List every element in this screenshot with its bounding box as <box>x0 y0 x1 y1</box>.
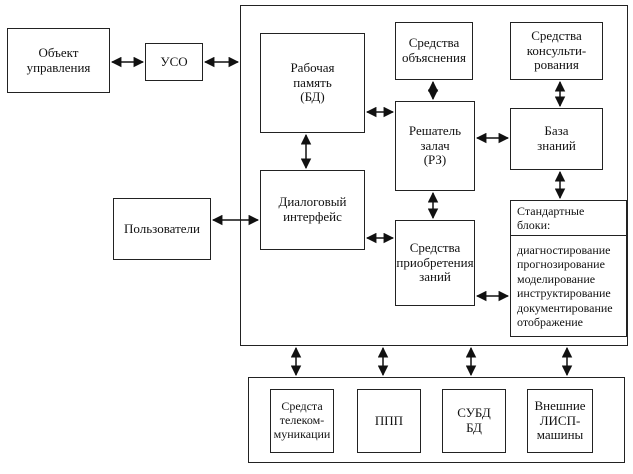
standard-block-item: моделирование <box>517 271 596 286</box>
ppp-node: ППП <box>357 389 421 453</box>
standard-blocks-divider <box>511 235 626 236</box>
explanation-node: Средства объяснения <box>395 22 473 80</box>
standard-block-item: прогнозирование <box>517 257 605 272</box>
dialog-interface-label: Диалоговый интерфейс <box>278 194 347 224</box>
acquisition-node: Средства приобретения заний <box>395 220 475 306</box>
uso-label: УСО <box>160 53 188 69</box>
standard-block-item: документирование <box>517 300 613 315</box>
telecom-node: Средста телеком- муникации <box>270 389 334 453</box>
consulting-label: Средства консульти- рования <box>526 27 587 73</box>
working-memory-label: Рабочая память (БД) <box>290 59 335 105</box>
control-object-node: Объект управления <box>7 28 110 93</box>
knowledge-base-node: База знаний <box>510 108 603 170</box>
consulting-node: Средства консульти- рования <box>510 22 603 80</box>
uso-node: УСО <box>145 43 203 81</box>
standard-blocks-title: Стандартные блоки: <box>517 204 585 232</box>
users-node: Пользователи <box>113 198 211 260</box>
lisp-node: Внешние ЛИСП- машины <box>527 389 593 453</box>
dbms-label: СУБД БД <box>457 405 491 435</box>
system-frame <box>240 5 628 346</box>
standard-block-item: отображение <box>517 314 583 329</box>
knowledge-base-label: База знаний <box>537 123 576 153</box>
working-memory-node: Рабочая память (БД) <box>260 33 365 133</box>
solver-node: Решатель залач (РЗ) <box>395 101 475 191</box>
acquisition-label: Средства приобретения заний <box>396 239 474 285</box>
standard-block-item: диагностирование <box>517 243 611 257</box>
solver-label: Решатель залач (РЗ) <box>408 122 462 168</box>
standard-blocks-node: Стандартные блоки: диагностирование прог… <box>510 200 627 337</box>
external-tools-frame <box>248 377 625 463</box>
control-object-label: Объект управления <box>26 44 91 75</box>
users-label: Пользователи <box>124 220 200 236</box>
ppp-label: ППП <box>374 412 404 428</box>
standard-block-item: инструктирование <box>517 286 611 301</box>
explanation-label: Средства объяснения <box>402 35 466 65</box>
standard-blocks-list: диагностирование прогнозирование моделир… <box>517 243 613 329</box>
dialog-interface-node: Диалоговый интерфейс <box>260 170 365 250</box>
lisp-label: Внешние ЛИСП- машины <box>534 397 586 443</box>
dbms-node: СУБД БД <box>442 389 506 453</box>
telecom-label: Средста телеком- муникации <box>273 399 331 441</box>
